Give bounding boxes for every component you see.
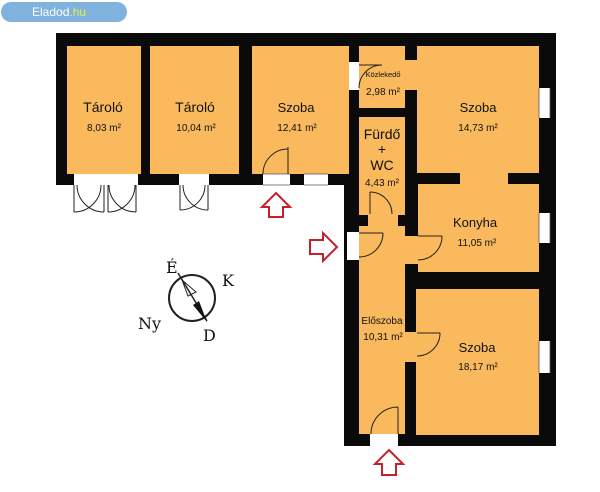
compass-circle	[168, 274, 216, 322]
compass-south: D	[203, 326, 216, 345]
inner-openings	[368, 60, 508, 362]
door-swing-tarolo-1-right-b	[108, 184, 137, 213]
room-szoba-2	[417, 46, 539, 173]
room-name: Konyha	[453, 215, 498, 230]
room-kozlekedo	[359, 46, 405, 108]
door-swing-entrance	[370, 406, 399, 435]
room-area: 2,98 m²	[366, 87, 401, 98]
window-gap-szoba-3	[539, 341, 550, 373]
door-gap-tarolo-1	[74, 174, 138, 185]
door-gap-szoba-1	[263, 174, 290, 185]
window-gap-kozlekedo	[349, 62, 359, 90]
room-area: 10,31 m²	[363, 332, 403, 343]
compass-needle-tail	[181, 279, 197, 297]
room-name: Tároló	[83, 99, 123, 115]
room-area: 14,73 m²	[458, 123, 498, 134]
window-lines	[263, 88, 551, 373]
room-labels: Tároló 8,03 m² Tároló 10,04 m² Szoba 12,…	[83, 70, 498, 373]
entrance-arrows	[259, 191, 406, 476]
door-gap-tarolo-2	[179, 174, 209, 185]
room-konyha	[418, 184, 539, 272]
door-szoba-3	[404, 332, 417, 362]
door-swing-tarolo-1-left	[73, 184, 102, 213]
room-name: Előszoba	[361, 316, 403, 327]
door-swing-konyha	[417, 235, 443, 261]
door-swing-szoba-1	[262, 147, 289, 175]
door-swing-furdo	[369, 191, 393, 215]
room-name: Közlekedő	[365, 70, 400, 79]
door-swing-eloszoba-side	[358, 232, 384, 258]
door-swings	[73, 64, 443, 435]
arrow-up-szoba-1	[259, 191, 293, 218]
room-name: Tároló	[175, 99, 215, 115]
door-gap-entrance	[370, 434, 398, 446]
compass: É K D Ny	[138, 257, 235, 345]
room-area: 11,05 m²	[458, 238, 497, 249]
room-area: 18,17 m²	[458, 362, 498, 373]
door-swing-tarolo-1-left-b	[76, 184, 105, 213]
door-swing-tarolo-1-right	[107, 184, 136, 213]
compass-east: K	[222, 271, 235, 290]
room-area: 4,43 m²	[365, 178, 400, 189]
room-eloszoba	[359, 226, 405, 434]
window-gap-szoba-2	[539, 88, 550, 118]
compass-needle-tip	[193, 301, 207, 322]
site-badge-tld: .hu	[69, 5, 87, 19]
kitchen-opening	[460, 172, 508, 185]
room-name: Szoba	[459, 340, 497, 355]
door-konyha	[404, 236, 418, 264]
arrow-up-entrance	[372, 448, 406, 476]
room-area: 12,41 m²	[277, 123, 317, 134]
room-name-line: +	[378, 141, 386, 157]
door-kozlekedo	[404, 60, 418, 90]
room-tarolo-1	[67, 46, 141, 174]
room-area: 10,04 m²	[176, 123, 216, 134]
room-szoba-1	[252, 46, 349, 174]
site-badge-name: Eladod	[32, 5, 70, 19]
door-swing-kozlekedo	[358, 64, 383, 89]
room-name-line: WC	[370, 157, 393, 173]
site-badge[interactable]: Eladod.hu	[1, 2, 127, 22]
room-area: 8,03 m²	[87, 123, 122, 134]
compass-north: É	[166, 257, 178, 277]
room-furdo-wc	[359, 117, 405, 215]
room-szoba-3	[416, 289, 539, 435]
room-tarolo-2	[150, 46, 239, 174]
door-swing-tarolo-2	[179, 184, 209, 211]
room-name-line: Fürdő	[364, 126, 401, 142]
door-gap-eloszoba-side	[347, 232, 359, 260]
room-fills	[67, 46, 539, 435]
window-gap-konyha	[539, 213, 550, 243]
door-swing-szoba-3	[416, 332, 441, 357]
door-furdo	[368, 214, 398, 227]
room-name: Szoba	[460, 100, 498, 115]
openings	[74, 62, 550, 446]
room-name: Szoba	[278, 100, 316, 115]
compass-west: Ny	[138, 314, 161, 333]
window-gap-szoba-1	[304, 174, 328, 185]
arrow-right-eloszoba	[309, 230, 339, 264]
